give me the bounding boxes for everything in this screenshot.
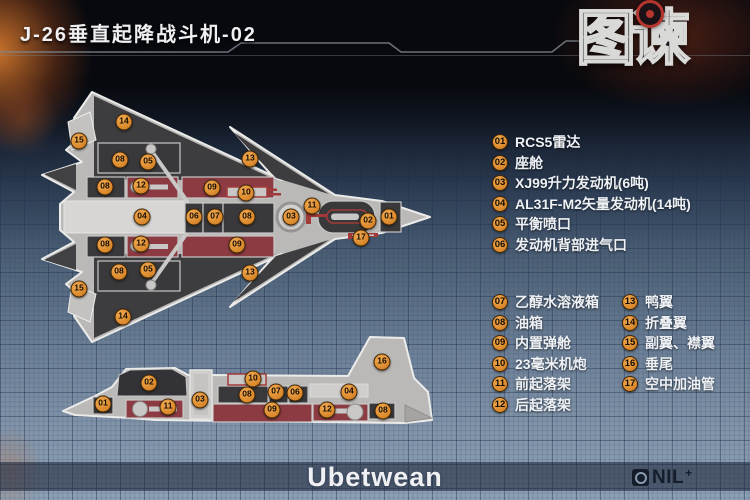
legend-item: 13 鸭翼 <box>622 294 715 310</box>
legend-number-badge: 14 <box>622 314 638 331</box>
legend-item: 10 23毫米机炮 <box>492 355 599 372</box>
legend-number-badge: 15 <box>622 335 638 351</box>
legend-number-badge: 08 <box>492 314 508 331</box>
legend-item: 12 后起落架 <box>492 396 599 413</box>
legend-item: 17 空中加油管 <box>622 376 715 392</box>
publisher-logo: NIL + <box>632 467 692 488</box>
legend-label: 发动机背部进气口 <box>515 236 627 253</box>
legend-number-badge: 17 <box>622 376 638 392</box>
legend-item: 01 RCS5雷达 <box>492 134 691 150</box>
legend-item: 14 折叠翼 <box>622 314 715 331</box>
legend-label: 乙醇水溶液箱 <box>515 294 599 310</box>
top-view-refuel-probe <box>348 233 378 240</box>
legend-group-1: 01 RCS5雷达 02 座舱 03 XJ99升力发动机(6吨) 04 AL31F-M2… <box>492 134 691 257</box>
legend-number-badge: 02 <box>492 154 508 171</box>
legend-item: 08 油箱 <box>492 314 599 331</box>
legend-number-badge: 01 <box>492 134 508 150</box>
top-view-radar-bay <box>379 201 402 233</box>
legend-number-badge: 13 <box>622 294 638 310</box>
publisher-logo-text: NIL <box>652 467 685 488</box>
legend-label: 鸭翼 <box>645 294 673 310</box>
side-view-canopy <box>116 368 188 397</box>
legend-item: 07 乙醇水溶液箱 <box>492 294 599 310</box>
legend-item: 03 XJ99升力发动机(6吨) <box>492 175 691 191</box>
legend-number-badge: 05 <box>492 216 508 232</box>
watermark-text: Ubetwean <box>307 462 443 492</box>
legend-item: 06 发动机背部进气口 <box>492 236 691 253</box>
legend-label: 23毫米机炮 <box>515 355 587 372</box>
legend-label: 平衡喷口 <box>515 216 571 232</box>
legend-number-badge: 10 <box>492 355 508 372</box>
target-reticle-icon <box>636 0 664 28</box>
legend-label: 副翼、襟翼 <box>645 335 715 351</box>
legend-item: 09 内置弹舱 <box>492 335 599 351</box>
legend-label: 油箱 <box>515 314 543 331</box>
publisher-logo-plus: + <box>685 466 693 480</box>
legend-number-badge: 04 <box>492 195 508 212</box>
legend-number-badge: 09 <box>492 335 508 351</box>
top-view-engine-strip <box>63 200 189 234</box>
legend-label: RCS5雷达 <box>515 134 581 150</box>
side-view-diagram <box>62 336 434 424</box>
side-view-lift-engine-column <box>189 369 213 420</box>
legend-label: 内置弹舱 <box>515 335 571 351</box>
legend-number-badge: 11 <box>492 376 508 392</box>
legend-item: 05 平衡喷口 <box>492 216 691 232</box>
legend-item: 02 座舱 <box>492 154 691 171</box>
legend-group-3: 13 鸭翼 14 折叠翼 15 副翼、襟翼 16 垂尾 17 空中加油管 <box>622 294 715 397</box>
legend-label: 垂尾 <box>645 355 673 372</box>
legend-item: 16 垂尾 <box>622 355 715 372</box>
legend-label: 座舱 <box>515 154 543 171</box>
legend-label: 空中加油管 <box>645 376 715 392</box>
legend-label: 前起落架 <box>515 376 571 392</box>
legend-item: 15 副翼、襟翼 <box>622 335 715 351</box>
legend-item: 04 AL31F-M2矢量发动机(14吨) <box>492 195 691 212</box>
legend-item: 11 前起落架 <box>492 376 599 392</box>
page-title: J-26垂直起降战斗机-02 <box>20 24 257 46</box>
side-view-cannon-glyph <box>227 373 267 386</box>
publisher-logo-ring-icon <box>632 469 649 486</box>
footer-band <box>0 462 750 491</box>
top-view-lift-engine <box>275 201 307 233</box>
legend-label: 后起落架 <box>515 396 571 413</box>
legend-number-badge: 07 <box>492 294 508 310</box>
legend-number-badge: 16 <box>622 355 638 372</box>
legend-label: XJ99升力发动机(6吨) <box>515 175 649 191</box>
top-view-diagram <box>41 91 431 343</box>
legend-label: AL31F-M2矢量发动机(14吨) <box>515 195 691 212</box>
brand-logo: 图谏 <box>575 0 736 82</box>
legend-label: 折叠翼 <box>645 314 687 331</box>
legend-number-badge: 12 <box>492 396 508 413</box>
legend-number-badge: 06 <box>492 236 508 253</box>
legend-number-badge: 03 <box>492 175 508 191</box>
legend-group-2: 07 乙醇水溶液箱 08 油箱 09 内置弹舱 10 23毫米机炮 11 前起落架 12 后… <box>492 294 599 417</box>
